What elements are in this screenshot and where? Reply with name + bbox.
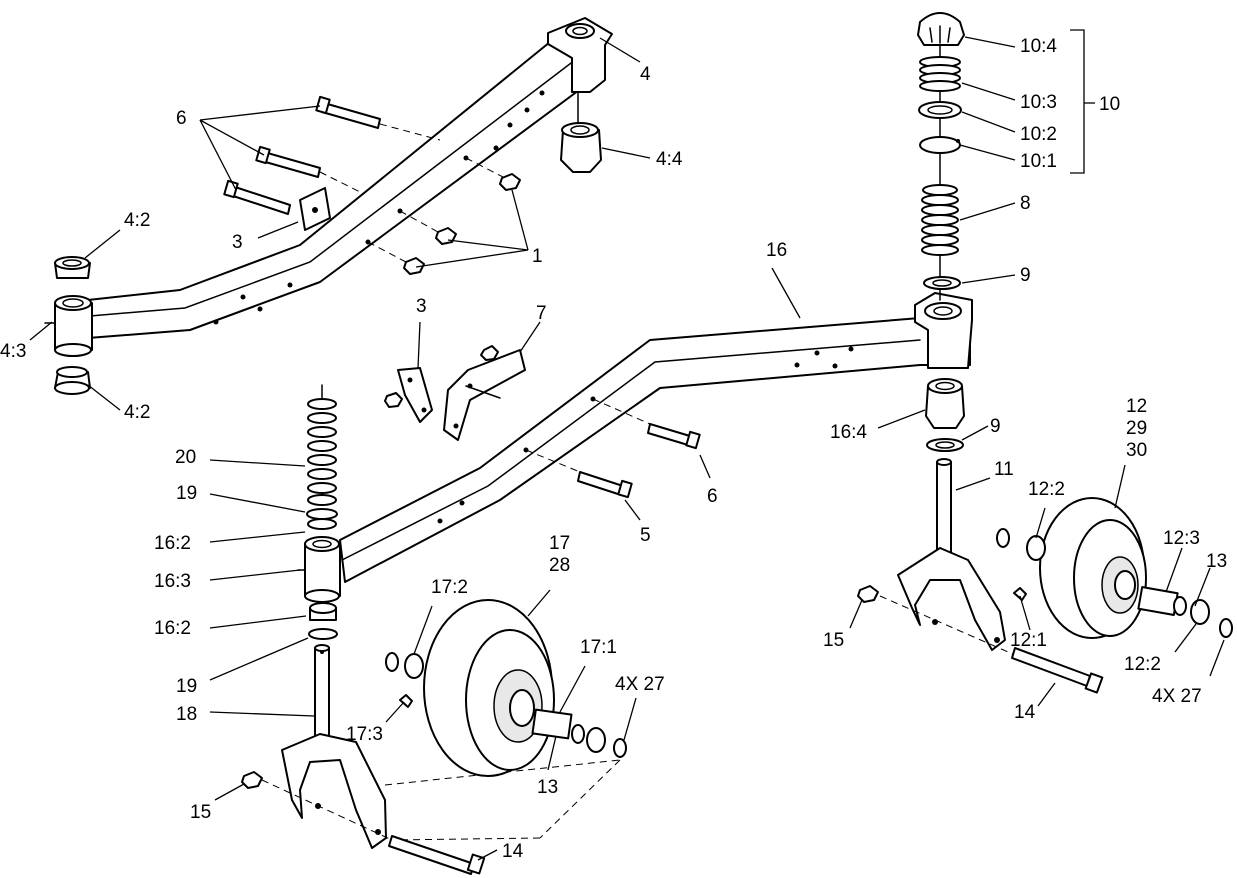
callout-16-3: 16:3 [154,571,191,592]
callout-4x-27: 4X 27 [615,674,665,695]
left-axle-bolt [241,694,621,875]
callout-labels: 4 4:4 6 1 3 4:2 4:3 4:2 10:4 10:3 10:2 1… [0,36,1227,862]
callout-17-1: 17:1 [580,637,617,658]
callout-4-3: 4:3 [0,341,26,362]
left-lower-bushing [308,602,338,640]
callout-4-4: 4:4 [656,149,683,170]
callout-4x-27: 4X 27 [1152,686,1202,707]
main-frame [339,317,971,583]
callout-18: 18 [176,704,197,725]
callout-12-2: 12:2 [1028,479,1065,500]
right-main-spring [921,184,959,256]
callout-29: 29 [1126,418,1147,439]
upper-pivot-housing [547,17,613,93]
callout-8: 8 [1020,193,1031,214]
right-wheel [1039,497,1147,639]
upper-bracket [299,187,331,231]
callout-20: 20 [175,447,196,468]
left-wheel-hub-parts [385,652,627,758]
callout-13: 13 [1206,551,1227,572]
callout-16-4: 16:4 [830,422,867,443]
callout-4-2: 4:2 [124,402,150,423]
callout-30: 30 [1126,440,1147,461]
left-caster-fork [281,733,387,849]
callout-17: 17 [549,533,570,554]
callout-12-3: 12:3 [1163,528,1200,549]
leader-lines [29,29,1225,861]
callout-10-1: 10:1 [1020,151,1057,172]
main-frame-bolts [525,398,701,499]
callout-6: 6 [707,486,718,507]
callout-12-1: 12:1 [1010,630,1047,651]
upper-nuts [367,157,521,275]
callout-16-2: 16:2 [154,618,191,639]
callout-11: 11 [994,459,1014,480]
right-lower-bushing [925,378,965,429]
callout-10-3: 10:3 [1020,92,1057,113]
callout-3: 3 [416,296,427,317]
upper-pivot-bushing [560,91,602,173]
callout-9: 9 [1020,265,1031,286]
mid-brackets [384,345,526,441]
callout-28: 28 [549,555,570,576]
callout-6: 6 [176,108,187,129]
callout-7: 7 [536,303,547,324]
callout-19: 19 [176,483,197,504]
callout-19: 19 [176,676,197,697]
callout-16-2: 16:2 [154,533,191,554]
callout-4-2: 4:2 [124,210,150,231]
callout-4: 4 [640,64,651,85]
right-wheel-hub-parts [996,528,1233,638]
right-dust-cap [917,12,965,46]
left-pivot-tube [44,295,93,357]
callout-15: 15 [823,630,844,651]
left-wheel [423,599,555,777]
callout-10: 10 [1099,94,1120,115]
callout-10-4: 10:4 [1020,36,1057,57]
callout-9: 9 [990,416,1001,437]
callout-14: 14 [1014,702,1036,723]
callout-15: 15 [190,802,211,823]
right-lower-washer [926,438,964,452]
callout-14: 14 [502,841,524,862]
upper-bolts [223,95,441,215]
right-top-washer [923,276,961,290]
callout-16: 16 [766,240,787,261]
right-top-spring [919,56,961,92]
left-spring-stack [307,398,337,506]
callout-17-3: 17:3 [346,724,383,745]
left-top-washer [306,508,338,530]
left-bushing-bottom [54,366,91,395]
left-pivot-collar [297,536,341,603]
left-bushing-top [54,256,91,279]
callout-13: 13 [537,777,558,798]
callout-12-2: 12:2 [1124,654,1161,675]
callout-1: 1 [532,246,543,267]
callout-10-2: 10:2 [1020,124,1057,145]
callout-5: 5 [640,525,651,546]
right-caster-fork [897,547,1006,651]
callout-12: 12 [1126,396,1147,417]
upper-frame-arm [87,41,591,339]
right-pivot-housing [914,292,973,369]
right-washer-cup [918,101,962,119]
right-axle-bolt [857,585,1104,694]
callout-3: 3 [232,232,243,253]
right-snap-ring [919,136,961,154]
callout-17-2: 17:2 [431,577,468,598]
